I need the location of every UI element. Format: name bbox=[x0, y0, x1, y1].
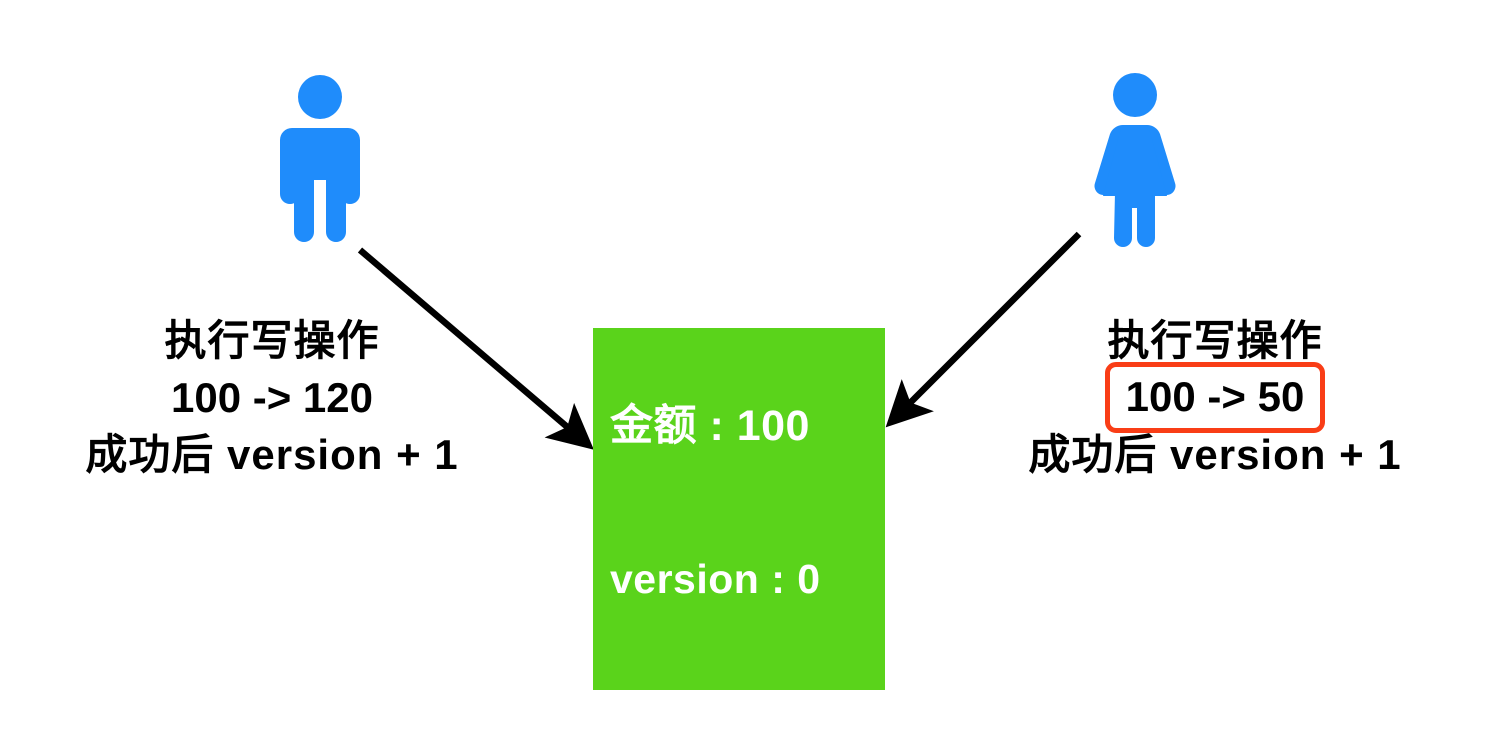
right-note-line3: 成功后 version + 1 bbox=[1028, 430, 1402, 478]
record-amount-label: 金额 : 100 bbox=[610, 402, 810, 450]
person-male-icon bbox=[280, 75, 360, 242]
left-note-line2: 100 -> 120 bbox=[170, 373, 373, 421]
right-note: 执行写操作 100 -> 50 成功后 version + 1 bbox=[980, 312, 1450, 483]
left-note-line3: 成功后 version + 1 bbox=[85, 430, 459, 478]
right-note-line2-wrapper: 100 -> 50 bbox=[980, 361, 1450, 434]
record-version-label: version : 0 bbox=[610, 556, 821, 602]
left-note: 执行写操作 100 -> 120 成功后 version + 1 bbox=[42, 312, 502, 483]
record-box: 金额 : 100 version : 0 bbox=[593, 328, 885, 690]
right-note-line2: 100 -> 50 bbox=[1125, 372, 1305, 420]
left-note-line2-wrapper: 100 -> 120 bbox=[42, 369, 502, 426]
person-female-icon bbox=[1094, 73, 1176, 247]
right-note-line1: 执行写操作 bbox=[1107, 316, 1323, 364]
left-note-line1: 执行写操作 bbox=[164, 316, 380, 364]
right-note-line2-highlight-box: 100 -> 50 bbox=[1104, 361, 1326, 434]
